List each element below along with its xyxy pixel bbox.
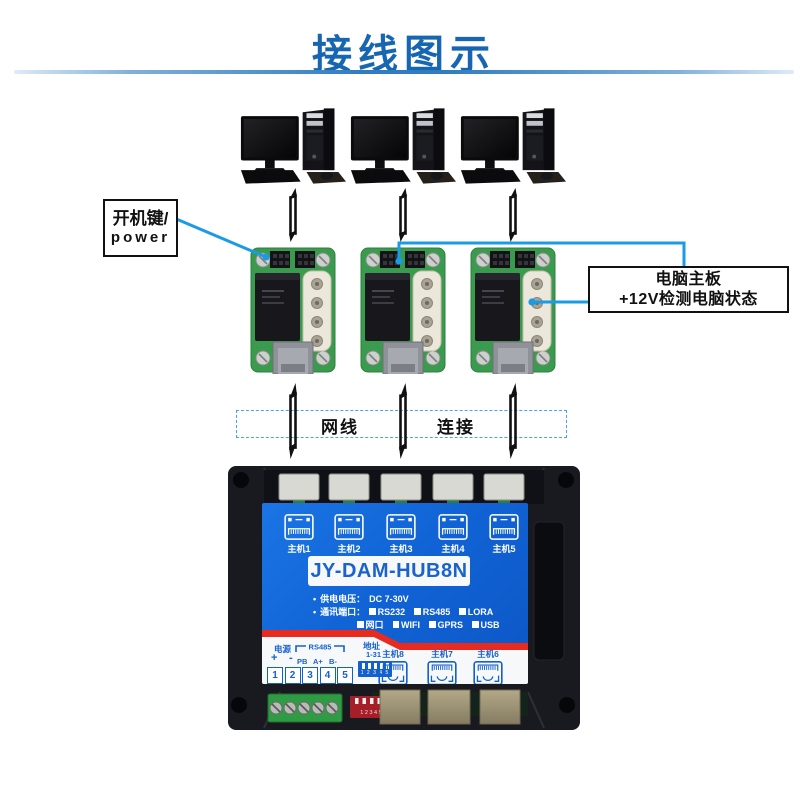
port-host8: 主机8 [373,648,413,684]
motherboard-callout: 电脑主板 +12V检测电脑状态 [588,266,789,313]
model-badge: JY-DAM-HUB8N [308,556,470,586]
title-divider [14,70,794,74]
port-label: 主机7 [431,649,453,659]
cable-label: 网线 [321,418,359,437]
rj45-icon [438,514,468,540]
terminal-4: 4 [319,667,336,684]
spec-power-value: DC 7-30V [369,593,409,604]
port-host5: 主机5 [487,514,521,555]
checkbox-icon [459,608,466,615]
device-front-panel: 主机1 主机2 主机3 主机4 主机5 JY-DAM-HUB8N [262,503,528,684]
bullet-icon: • [313,593,317,604]
terminal-1: 1 [267,667,283,684]
motherboard-line1: 电脑主板 [655,270,722,288]
port-host4: 主机4 [436,514,470,555]
spec-power-label: 供电电压： [320,594,366,604]
power-key-line1: 开机键/ [112,209,169,228]
terminal-2: 2 [284,667,301,684]
relay-module-1 [250,247,336,374]
terminal-numbers: 1 2 3 4 5 [267,667,353,684]
power-group-label: 电源 [274,644,292,654]
port-label: 主机6 [477,649,499,659]
comm-chip: USB [472,620,500,630]
comm-chip: WIFI [392,620,420,630]
port-label: 主机8 [382,649,404,659]
port-host1: 主机1 [282,514,316,555]
port-label: 主机5 [492,544,516,554]
connect-label: 连接 [437,418,475,437]
rj45-icon [378,661,408,684]
power-key-line2: power [110,229,171,247]
comm-chip: RS232 [369,607,405,617]
minus-sign: - [289,652,293,664]
desktop-computer-3 [460,108,567,184]
rj45-icon [386,514,416,540]
rj45-icon [284,514,314,540]
updown-arrow-icon [287,383,299,459]
rs485-group-label: RS485 [309,643,332,652]
dip-switch-numbers: 1 2 3 4 5 [360,710,381,716]
port-label: 主机1 [287,544,311,554]
port-host7: 主机7 [422,648,462,684]
dip-numbers: 1 2 3 4 5 [360,670,390,676]
spec-power: • 供电电压： DC 7-30V [313,592,409,605]
checkbox-icon [429,621,436,628]
bullet-icon: • [313,606,317,617]
spec-comm-row1: • 通讯端口： RS232 RS485 LORA [313,605,498,618]
port-label: 主机3 [389,544,413,554]
port-label: 主机2 [337,544,361,554]
power-key-callout: 开机键/ power [103,199,178,257]
spec-comm-row2: 网口 WIFI GPRS USB [357,618,505,631]
checkbox-icon [369,608,376,615]
motherboard-line2: +12V检测电脑状态 [619,290,758,308]
port-host6: 主机6 [468,648,508,684]
checkbox-icon [472,621,479,628]
rj45-icon [427,661,457,684]
terminal-3: 3 [302,667,318,684]
address-range: 1-31 [366,650,382,659]
relay-module-3 [470,247,556,374]
address-label: 地址 [363,641,381,651]
updown-arrow-icon [397,383,409,459]
updown-arrow-icon [287,188,299,242]
port-host2: 主机2 [332,514,366,555]
rj45-icon [473,661,503,684]
plus-sign: + [271,652,278,664]
rs485-pin-bminus: B- [329,657,337,666]
rj45-icon [489,514,519,540]
checkbox-icon [392,621,400,628]
checkbox-icon [414,608,421,615]
page-title: 接线图示 [312,33,496,77]
relay-module-2 [360,247,446,374]
rs485-pin-aplus: A+ [313,657,323,666]
desktop-computer-2 [350,108,457,184]
rs485-bracket: RS485 [295,643,345,652]
hub-device: 1 2 3 4 5 主机1 主机2 主机3 主机 [228,460,580,740]
updown-arrow-icon [507,188,519,242]
updown-arrow-icon [397,188,409,242]
updown-arrow-icon [507,383,519,459]
port-label: 主机4 [441,544,465,554]
comm-chip: RS485 [414,607,450,617]
checkbox-icon [357,621,364,628]
desktop-computer-1 [240,108,347,184]
terminal-strip: 电源 + - RS485 PB A+ B- 1 2 3 4 5 地址 [262,637,528,684]
comm-chip: GPRS [429,620,463,630]
comm-chip: 网口 [357,618,384,631]
model-name: JY-DAM-HUB8N [310,559,468,582]
port-host3: 主机3 [384,514,418,555]
spec-comm-label: 通讯端口： [320,607,366,617]
rj45-icon [334,514,364,540]
comm-chip: LORA [459,607,493,617]
rs485-pin-pb: PB [297,657,308,666]
terminal-5: 5 [337,667,353,684]
